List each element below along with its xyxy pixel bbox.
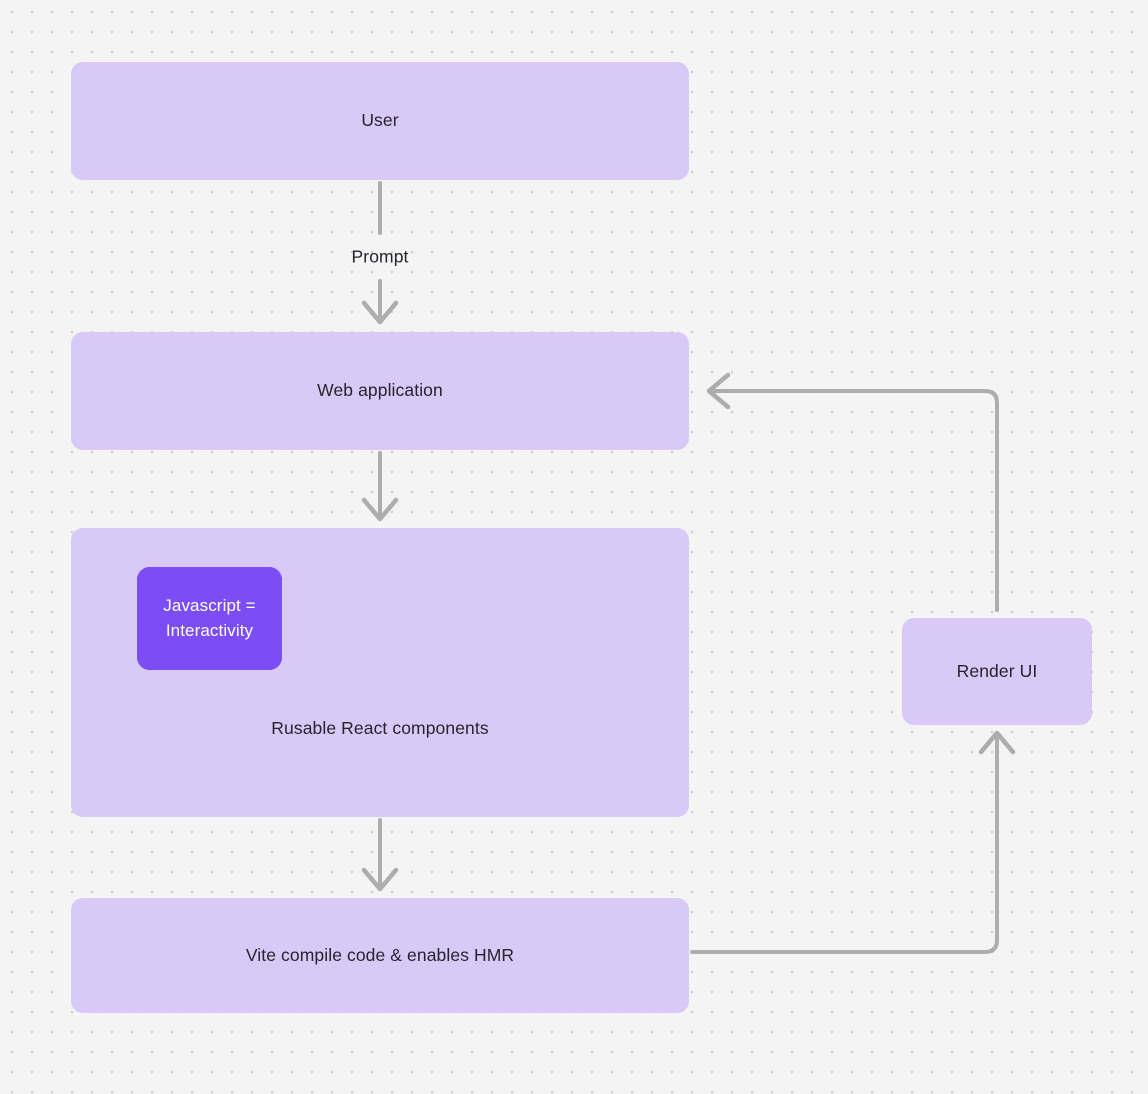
node-web-application-label: Web application <box>317 380 443 401</box>
component-box-javascript[interactable]: Javascript = Interactivity <box>137 567 282 670</box>
component-box-javascript-line2: Interactivity <box>165 620 254 640</box>
node-render-ui-label: Render UI <box>956 660 1038 681</box>
edge-render-to-webapp <box>706 372 999 612</box>
node-vite-label: Vite compile code & enables HMR <box>245 944 515 965</box>
node-vite[interactable]: Vite compile code & enables HMR <box>71 898 689 1013</box>
edge-label-prompt: Prompt <box>351 246 409 267</box>
edge-components-to-vite <box>361 818 399 892</box>
edge-webapp-to-components <box>361 451 399 522</box>
component-box-javascript-label: Javascript = Interactivity <box>163 594 255 643</box>
component-box-javascript-line1: Javascript = <box>163 595 256 615</box>
react-components-caption: Rusable React components <box>271 718 489 738</box>
node-web-application[interactable]: Web application <box>71 332 689 450</box>
node-user[interactable]: User <box>71 62 689 180</box>
node-user-label: User <box>361 110 399 131</box>
node-react-components-group[interactable]: HTML = structure CSS = Styles & Layouts … <box>71 528 689 817</box>
edge-vite-to-render <box>690 730 1016 954</box>
node-render-ui[interactable]: Render UI <box>902 618 1092 725</box>
